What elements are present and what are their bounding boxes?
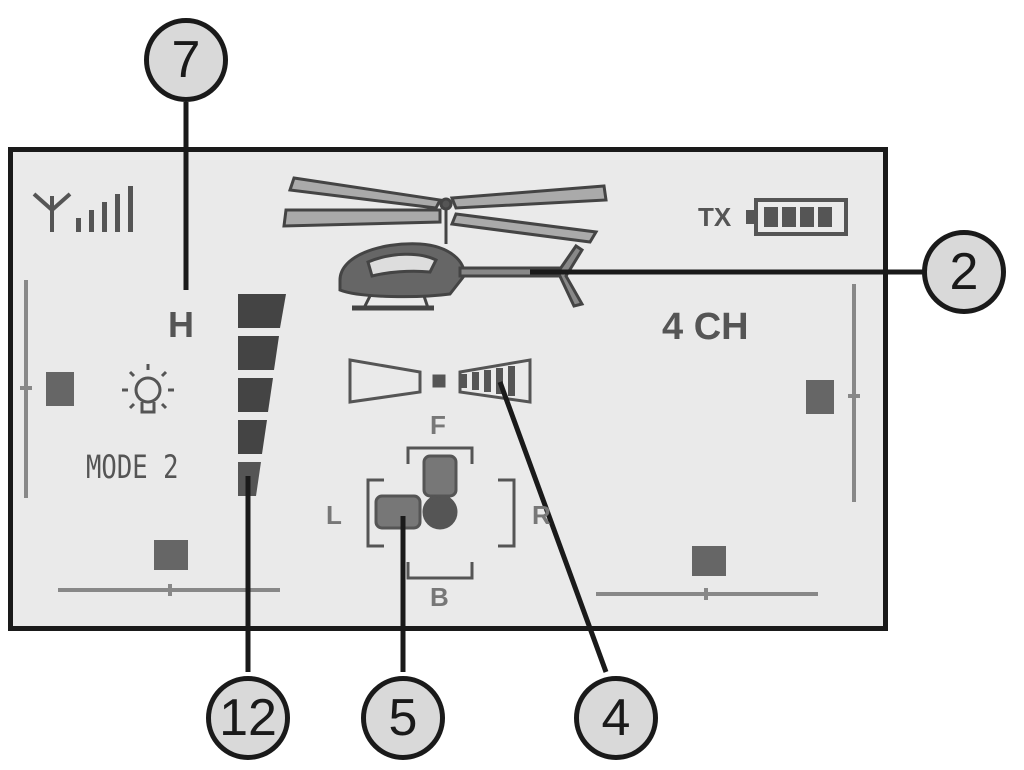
direction-back-label: B bbox=[430, 582, 449, 612]
battery-icon bbox=[746, 198, 848, 236]
direction-left-label: L bbox=[326, 500, 342, 530]
flight-mode-letter: H bbox=[168, 304, 194, 345]
right-horizontal-trim bbox=[596, 546, 818, 600]
throttle-bar bbox=[238, 294, 286, 496]
right-vertical-trim bbox=[806, 284, 860, 502]
mode-label: MODE 2 bbox=[86, 448, 179, 486]
helicopter-icon bbox=[282, 176, 608, 311]
lightbulb-icon bbox=[122, 364, 174, 414]
callout-7: 7 bbox=[144, 18, 228, 102]
callout-2: 2 bbox=[922, 230, 1006, 314]
callout-4: 4 bbox=[574, 676, 658, 760]
direction-pad-icon bbox=[366, 446, 516, 580]
gyro-indicator-icon bbox=[348, 358, 532, 404]
antenna-icon bbox=[32, 192, 72, 232]
callout-12: 12 bbox=[206, 676, 290, 760]
callout-5: 5 bbox=[361, 676, 445, 760]
tx-label: TX bbox=[698, 202, 732, 232]
callout-leader-lines bbox=[183, 102, 924, 673]
left-vertical-trim bbox=[20, 280, 74, 498]
signal-bars-icon bbox=[76, 186, 133, 232]
direction-right-label: R bbox=[532, 500, 551, 530]
left-horizontal-trim bbox=[58, 540, 280, 596]
channel-label: 4 CH bbox=[662, 306, 749, 348]
direction-front-label: F bbox=[430, 410, 446, 440]
